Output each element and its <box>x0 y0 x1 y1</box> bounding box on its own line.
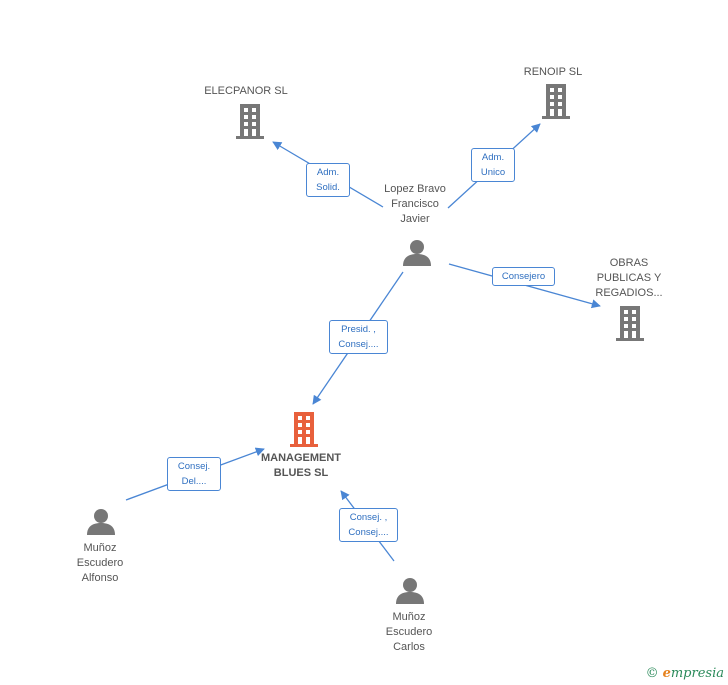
person-icon[interactable] <box>87 509 115 535</box>
brand-logo: ©empresia <box>645 666 724 681</box>
edge-label-consejero: Consejero <box>492 267 555 286</box>
edge-label-consej-del: Consej. Del.... <box>167 457 221 491</box>
edge-label-adm-solid: Adm. Solid. <box>306 163 350 197</box>
node-label-elecpanor[interactable]: ELECPANOR SL <box>204 85 288 97</box>
node-label-renoip[interactable]: RENOIP SL <box>523 66 583 78</box>
main-building-icon[interactable] <box>290 412 318 447</box>
node-label-lopez[interactable]: Lopez Bravo Francisco Javier <box>384 183 446 225</box>
edge-label-adm-unico: Adm. Unico <box>471 148 515 182</box>
building-icon[interactable] <box>616 306 644 341</box>
edge-label-consej-consej: Consej. , Consej.... <box>339 508 398 542</box>
edge-label-presid-consej: Presid. , Consej.... <box>329 320 388 354</box>
node-label-alfonso[interactable]: Muñoz Escudero Alfonso <box>76 542 124 584</box>
node-label-management[interactable]: MANAGEMENT BLUES SL <box>260 452 342 479</box>
building-icon[interactable] <box>236 104 264 139</box>
building-icon[interactable] <box>542 84 570 119</box>
copyright-icon: © <box>645 666 659 681</box>
node-label-carlos[interactable]: Muñoz Escudero Carlos <box>385 611 433 653</box>
person-icon[interactable] <box>403 240 431 266</box>
node-label-obras[interactable]: OBRAS PUBLICAS Y REGADIOS... <box>595 257 663 299</box>
person-icon[interactable] <box>396 578 424 604</box>
